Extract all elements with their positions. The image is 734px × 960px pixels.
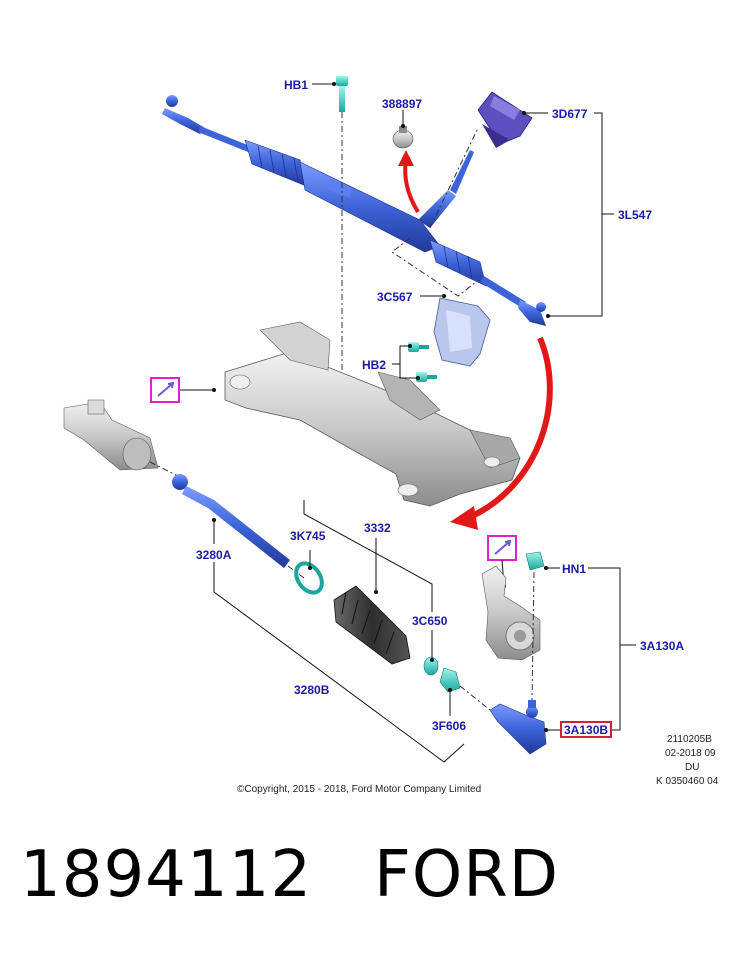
- jam-nut-3f606: [439, 667, 461, 693]
- ref-line-1: 2110205B: [667, 734, 712, 745]
- red-arrow-up-head: [398, 150, 414, 166]
- steering-rack-exploded-diagram: HB1 388897 3D677 3L547 3C567 HB2 3K745 3…: [63, 76, 719, 795]
- label-hb2[interactable]: HB2: [362, 358, 386, 372]
- label-3d677[interactable]: 3D677: [552, 107, 588, 121]
- upper-callout-dot: [212, 388, 216, 392]
- label-3f606[interactable]: 3F606: [432, 719, 466, 733]
- boot-clamp-3c650: [423, 656, 439, 676]
- left-tie-rod-end: [162, 108, 205, 134]
- p3332-leader-dot: [374, 590, 378, 594]
- copyright-text: ©Copyright, 2015 - 2018, Ford Motor Comp…: [237, 784, 481, 795]
- label-3a130a[interactable]: 3A130A: [640, 639, 684, 653]
- p3280b-bracket-left: [213, 562, 465, 763]
- ref-line-3: DU: [685, 762, 699, 773]
- label-3k745[interactable]: 3K745: [290, 529, 326, 543]
- torque-callout-icon-upper: [150, 377, 180, 403]
- nut-centerline: [459, 685, 491, 711]
- hb1-leader-dot: [332, 82, 336, 86]
- p3c650-leader-dot: [430, 658, 434, 662]
- p3d677-leader-dot: [522, 111, 526, 115]
- p3280a-leader-dot: [212, 518, 216, 522]
- label-hn1[interactable]: HN1: [562, 562, 586, 576]
- label-388897[interactable]: 388897: [382, 97, 422, 111]
- hb2-leader-dot-lower: [416, 376, 420, 380]
- label-3c567[interactable]: 3C567: [377, 290, 413, 304]
- heat-shield-3c567: [433, 297, 491, 367]
- red-arrow-up: [403, 159, 420, 214]
- ref-line-4: K 0350460 04: [656, 776, 719, 787]
- p3l547-leader-dot: [546, 314, 550, 318]
- label-3c650[interactable]: 3C650: [412, 614, 448, 628]
- steering-rack-assembly: [162, 95, 546, 326]
- rack-mount-bracket: [328, 180, 352, 198]
- ref-line-2: 02-2018 09: [665, 748, 716, 759]
- rack-boot-3332: [333, 585, 411, 665]
- rack-dashed-bracket: [391, 237, 477, 297]
- hn1-nut-icon: [525, 551, 545, 571]
- pinion-boot-3d677: [477, 91, 533, 148]
- steering-knuckle: [481, 565, 541, 661]
- right-tie-rod-end: [518, 300, 546, 326]
- p388897-leader-dot: [401, 124, 405, 128]
- p3k745-leader-dot: [308, 566, 312, 570]
- label-hb1[interactable]: HB1: [284, 78, 308, 92]
- outer-tie-rod-end-3a130b: [489, 700, 547, 755]
- left-tie-rod-end-ball: [166, 95, 178, 107]
- left-inner-tie-rod: [198, 126, 250, 152]
- right-inner-tie-rod: [480, 276, 526, 308]
- label-3l547[interactable]: 3L547: [618, 208, 652, 222]
- p3c650-bracket: [303, 500, 433, 612]
- hb2-leader-dot-upper: [408, 344, 412, 348]
- label-3280a[interactable]: 3280A: [196, 548, 232, 562]
- red-arrow-curved-head: [450, 506, 478, 530]
- front-subframe: [224, 321, 521, 507]
- pinion-boot-centerline: [429, 127, 479, 229]
- boot-clamp-3k745: [294, 561, 324, 595]
- footer-caption: 1894112 FORD: [20, 838, 559, 928]
- label-3332[interactable]: 3332: [364, 521, 391, 535]
- p3c567-leader-dot: [442, 294, 446, 298]
- pinion-input-shaft: [450, 150, 474, 194]
- p3l547-bracket: [548, 112, 603, 317]
- grommet-388897: [392, 126, 414, 149]
- part-number: 1894112: [20, 838, 313, 912]
- left-rack-boot: [244, 139, 307, 187]
- torque-callout-icon-lower: [487, 535, 517, 561]
- rack-housing: [299, 161, 441, 253]
- rack-end-gray: [63, 399, 159, 471]
- label-3280b[interactable]: 3280B: [294, 683, 330, 697]
- p3a130a-bracket: [588, 567, 621, 731]
- p3a130b-leader-dot: [544, 728, 548, 732]
- red-arrow-curved: [466, 336, 553, 521]
- inner-tie-rod-3280a: [172, 474, 290, 568]
- p3f606-leader-dot: [448, 688, 452, 692]
- label-3a130b-highlight-box: [560, 721, 612, 738]
- hn1-leader-dot: [544, 566, 548, 570]
- label-3a130b[interactable]: 3A130B: [564, 723, 608, 737]
- hb2-bracket: [392, 345, 418, 379]
- right-tie-rod-end-ball: [536, 302, 546, 312]
- brand-name: FORD: [374, 838, 559, 912]
- pinion-housing: [418, 190, 456, 228]
- hb1-bolt-icon: [336, 76, 348, 112]
